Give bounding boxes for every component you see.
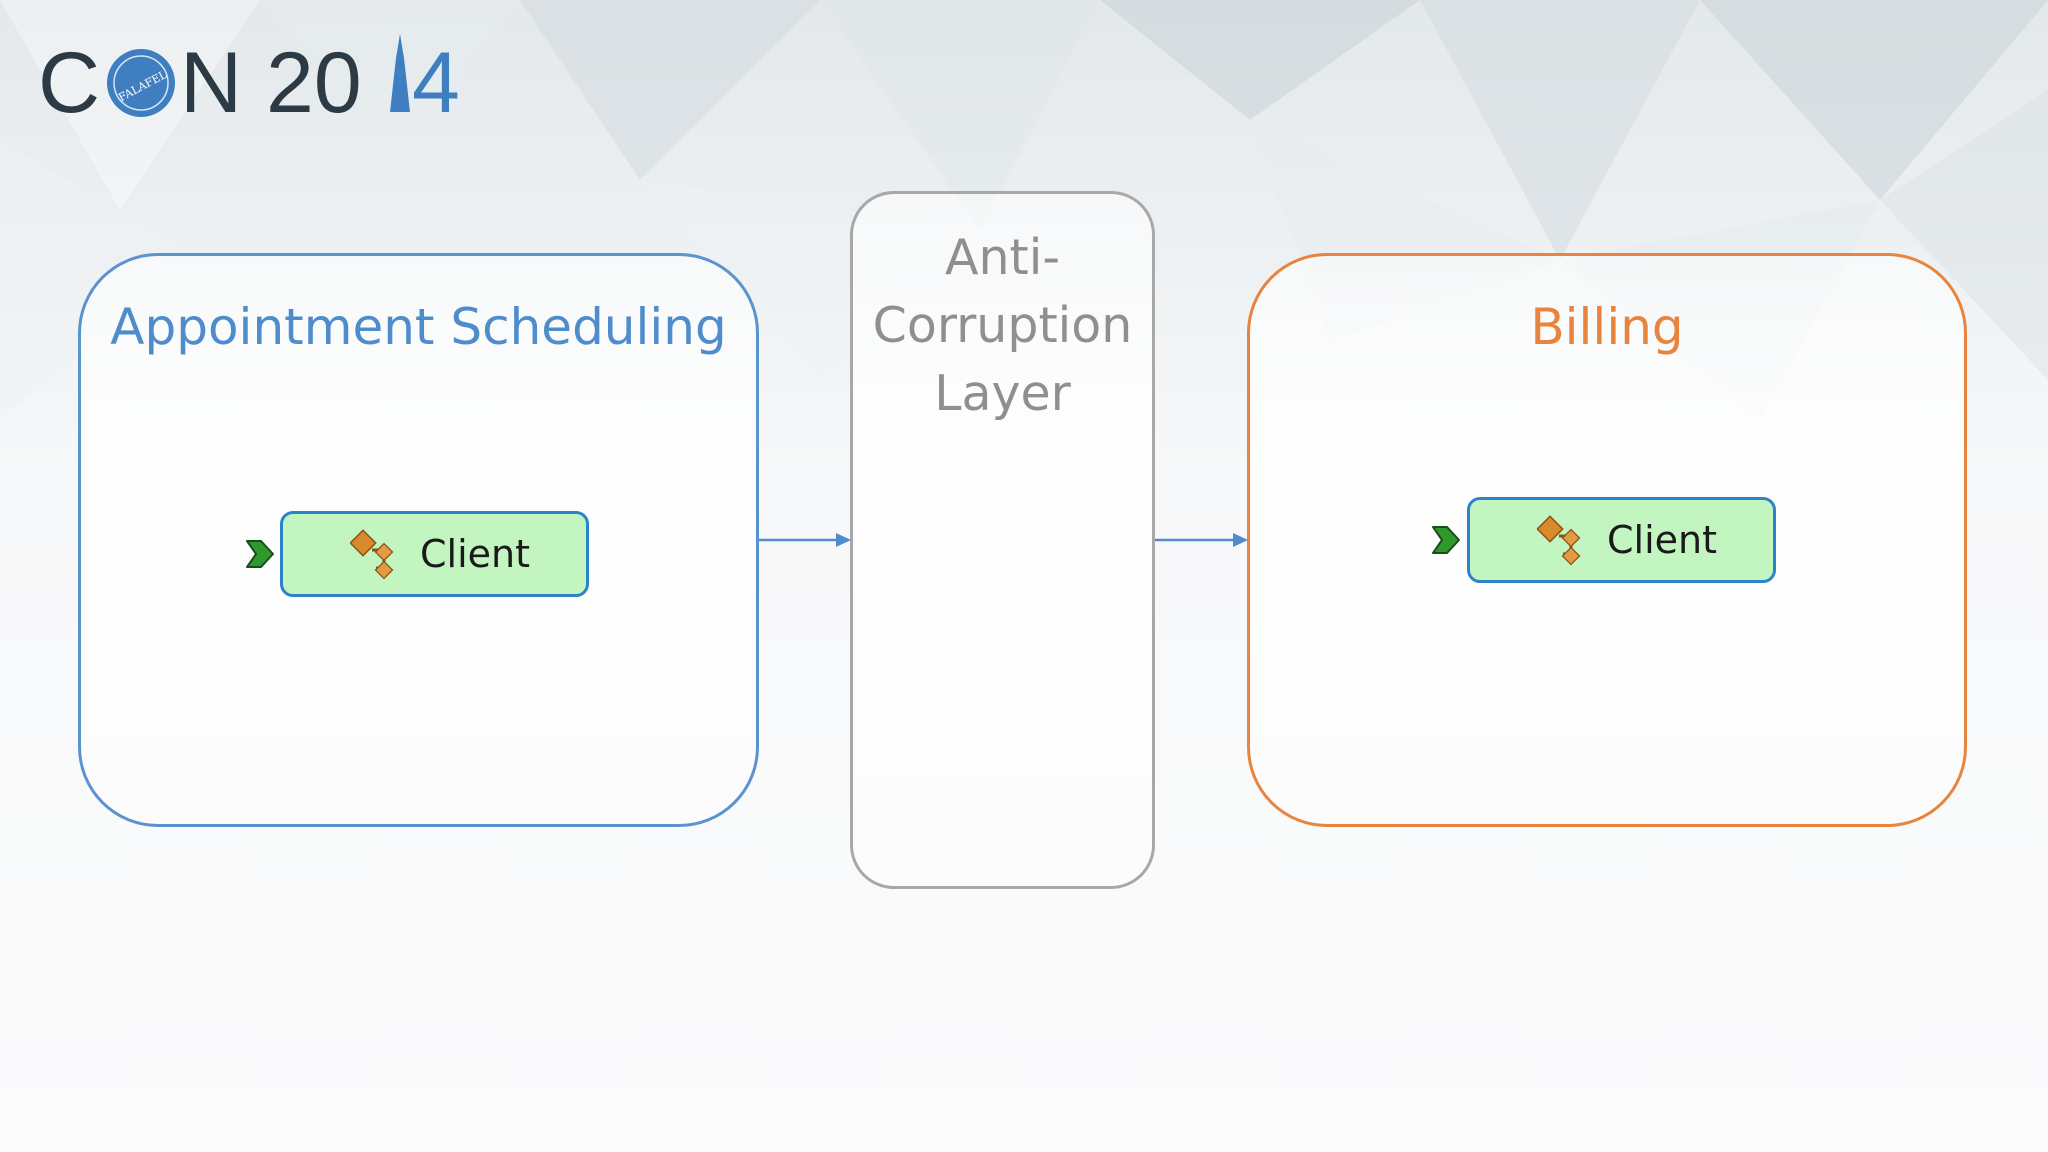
entry-marker-icon <box>1432 526 1460 554</box>
con-2014-logo: C FALAFEL N 20 4 <box>38 28 478 131</box>
anti-corruption-layer: Anti- Corruption Layer <box>850 191 1155 889</box>
appointment-client-node[interactable]: Client <box>280 511 589 597</box>
entry-marker-icon <box>246 540 274 568</box>
connector-arrow <box>759 533 851 547</box>
class-icon <box>1537 515 1581 566</box>
logo-prefix: C <box>38 35 100 128</box>
anti-corruption-layer-title: Anti- Corruption Layer <box>872 229 1133 422</box>
falafel-seal-icon: FALAFEL <box>107 49 175 117</box>
connector-arrow <box>1155 533 1248 547</box>
client-label: Client <box>1607 518 1718 562</box>
client-label: Client <box>420 532 531 576</box>
logo-suffix: N 20 <box>180 35 362 128</box>
appointment-scheduling-title: Appointment Scheduling <box>110 298 727 356</box>
billing-title: Billing <box>1530 298 1684 356</box>
class-icon <box>350 529 394 580</box>
billing-client-node[interactable]: Client <box>1467 497 1776 583</box>
appointment-scheduling-context: Appointment Scheduling <box>78 253 759 827</box>
tower-icon <box>390 34 410 112</box>
logo-year-end: 4 <box>412 35 460 128</box>
